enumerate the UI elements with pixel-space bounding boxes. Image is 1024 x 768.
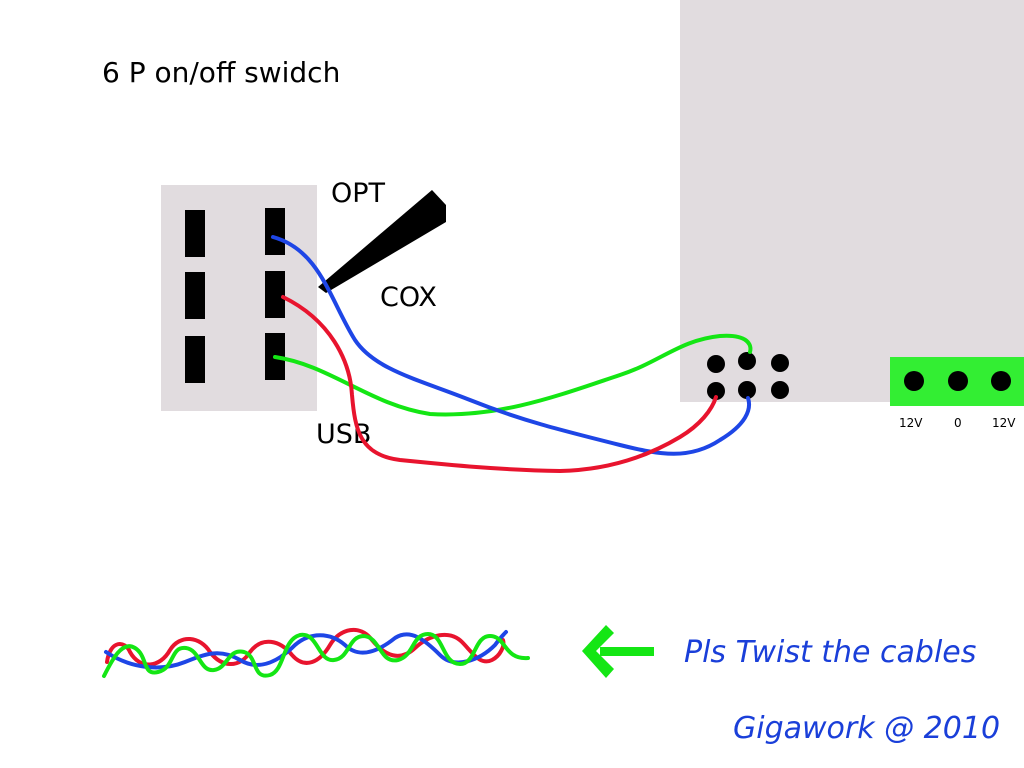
device-panel (680, 0, 1024, 402)
twist-red (105, 628, 506, 667)
switch-pin-right-middle (265, 271, 285, 318)
twist-blue (104, 630, 508, 670)
wire-red (281, 295, 718, 474)
header-pin-5 (738, 381, 756, 399)
power-connector-pin-2 (948, 371, 968, 391)
switch-pin-left-middle (185, 272, 205, 319)
power-connector-pin-3 (991, 371, 1011, 391)
switch-body (161, 185, 317, 411)
twist-green (102, 631, 530, 678)
switch-pin-left-top (185, 210, 205, 257)
header-pin-6 (771, 381, 789, 399)
header-pin-2 (738, 352, 756, 370)
arrow-left-icon (582, 625, 654, 678)
power-pin-label-2: 0 (954, 416, 962, 430)
twisted-cables-illustration (102, 628, 530, 678)
switch-label-top: OPT (331, 178, 386, 209)
header-pin-1 (707, 355, 725, 373)
wire-green (273, 333, 753, 417)
credit-text: Gigawork @ 2010 (733, 711, 1000, 746)
switch-pin-left-bottom (185, 336, 205, 383)
power-pin-label-1: 12V (899, 416, 923, 430)
wire-blue (271, 235, 751, 456)
diagram-title: 6 P on/off swidch (102, 56, 340, 89)
switch-pin-right-top (265, 208, 285, 255)
switch-label-middle: COX (380, 282, 437, 313)
switch-lever (318, 190, 446, 293)
header-pin-3 (771, 354, 789, 372)
twist-note: Pls Twist the cables (684, 635, 976, 670)
power-connector-pin-1 (904, 371, 924, 391)
power-pin-label-3: 12V (992, 416, 1016, 430)
switch-label-bottom: USB (316, 419, 371, 450)
header-pin-4 (707, 382, 725, 400)
